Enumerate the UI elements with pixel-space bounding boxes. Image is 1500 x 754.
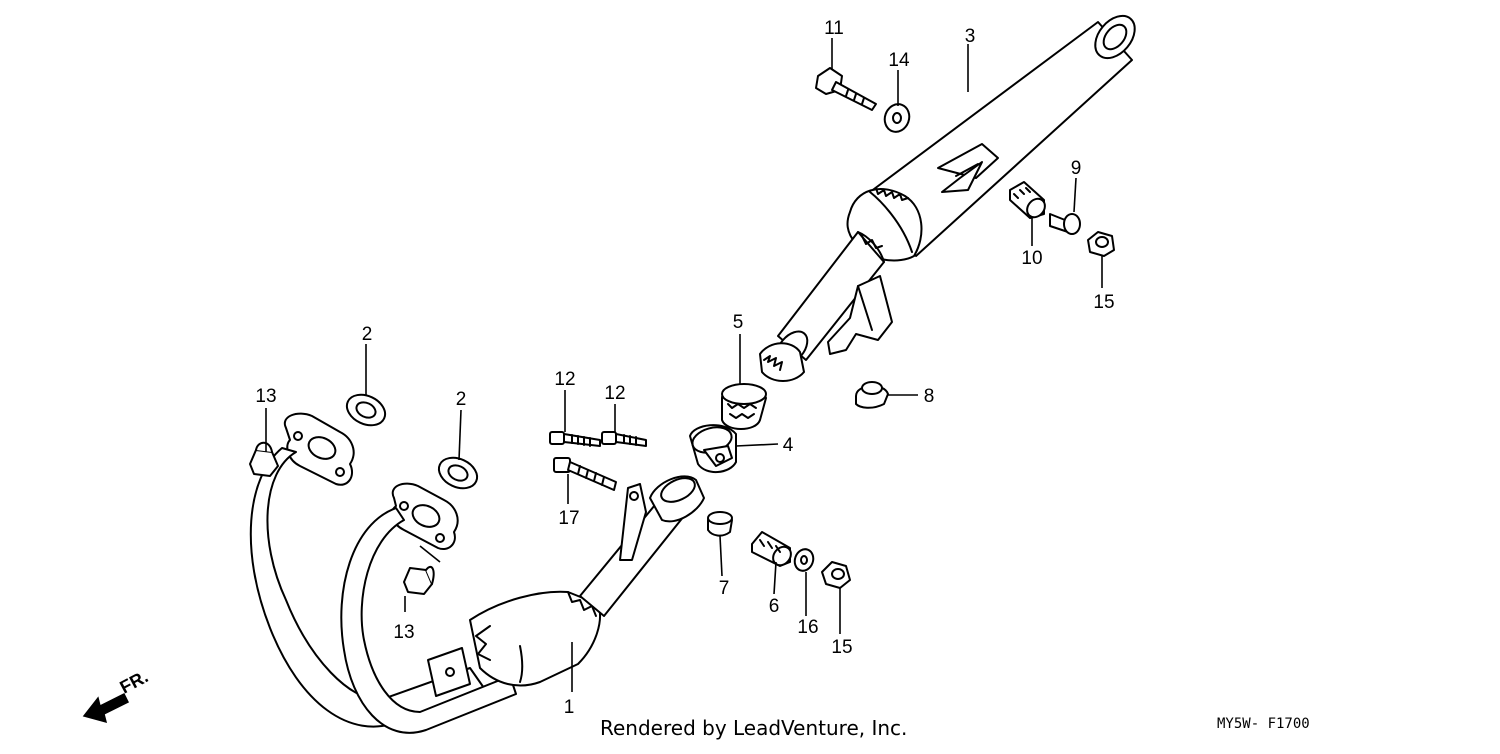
gasket-lower[interactable] [434,452,482,494]
callout-14: 14 [888,50,910,71]
callout-11: 11 [824,18,844,39]
exhaust-pipe[interactable] [249,412,705,734]
cap-nut-lower[interactable] [403,565,435,595]
washer-14[interactable] [881,101,913,136]
front-arrow-icon [82,692,130,724]
figure-code: MY5W- F1700 [1217,716,1310,732]
callout-8: 8 [924,386,935,407]
callout-1: 1 [564,697,575,718]
callout-5: 5 [733,312,744,333]
leader-lines [265,38,1103,692]
collar-7[interactable] [707,511,733,537]
callout-13-lower: 13 [393,622,414,643]
cap-nut-upper[interactable] [249,441,279,477]
render-credit: Rendered by LeadVenture, Inc. [600,716,908,740]
muffler[interactable] [759,8,1143,382]
callout-15-upper: 15 [1093,292,1114,313]
callout-7: 7 [719,578,730,599]
nut-15-lower[interactable] [821,561,851,589]
callout-12-right: 12 [604,383,625,404]
rubber-mount-8[interactable] [855,381,889,409]
washer-16[interactable] [792,547,816,574]
bolt-17[interactable] [553,457,617,491]
callout-17: 17 [558,508,579,529]
collar-9[interactable] [1049,213,1081,235]
callout-9: 9 [1071,158,1082,179]
callout-12-left: 12 [554,369,575,390]
grommet-10[interactable] [1009,181,1049,221]
exhaust-gasket-ring[interactable] [721,383,767,430]
bolt-12-left[interactable] [549,431,601,447]
callout-4: 4 [783,435,794,456]
joint-clamp[interactable] [689,423,737,473]
front-direction-indicator: FR. [82,666,151,724]
callout-15-lower: 15 [831,637,852,658]
front-label: FR. [116,666,151,697]
bolt-11[interactable] [815,67,877,111]
grommet-6[interactable] [751,531,795,569]
callout-numbers: 1 2 2 3 4 5 6 7 8 9 10 11 12 12 13 13 14… [255,18,1114,718]
callout-6: 6 [769,596,780,617]
callout-2-lower: 2 [456,389,467,410]
callout-10: 10 [1021,248,1042,269]
bolt-12-right[interactable] [601,431,647,447]
gasket-upper[interactable] [342,389,390,431]
nut-15-upper[interactable] [1087,231,1115,257]
callout-2-upper: 2 [362,324,373,345]
callout-13-upper: 13 [255,386,276,407]
callout-16: 16 [797,617,818,638]
callout-3: 3 [965,26,976,47]
